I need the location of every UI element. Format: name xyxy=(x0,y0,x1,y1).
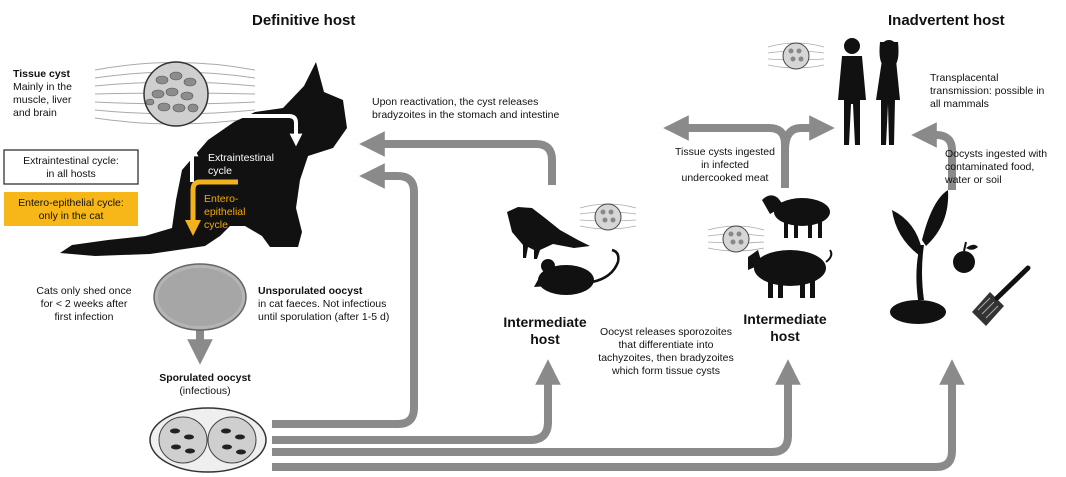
intermediate-1-line-2: host xyxy=(530,331,560,347)
cycle-arrow-white-top xyxy=(232,114,303,147)
extraintestinal-box-border xyxy=(3,149,139,185)
sporozoites-line-4: which form tissue cysts xyxy=(612,365,720,377)
cyst-icon-livestock xyxy=(707,225,765,253)
tissue-cyst-illustration xyxy=(94,61,256,127)
inadvertent-host-title: Inadvertent host xyxy=(888,12,1005,29)
shedding-text: Cats only shed once for < 2 weeks after … xyxy=(24,285,144,324)
sporozoites-line-3: tachyzoites, then bradyzoites xyxy=(598,352,734,364)
entero-cycle-label: Entero- epithelial cycle xyxy=(204,193,245,232)
oocyst-ingestion-line-2: contaminated food, xyxy=(945,161,1035,173)
sporulated-to-plants-arrow xyxy=(272,359,965,471)
definitive-host-title: Definitive host xyxy=(252,12,356,29)
pig-silhouette xyxy=(748,249,833,298)
tissue-cyst-label: Tissue cyst Mainly in the muscle, liver … xyxy=(13,68,83,120)
man-silhouette xyxy=(838,38,866,145)
cat-silhouette xyxy=(60,62,347,256)
entero-label-line-1: Entero- xyxy=(204,193,239,205)
oocyst-ingestion-line-3: water or soil xyxy=(945,174,1002,186)
sporulated-to-bird-arrow xyxy=(272,359,561,444)
woman-silhouette xyxy=(876,40,900,145)
extraintestinal-box-line-1: Extraintestinal cycle: xyxy=(23,155,119,167)
entero-box-fill xyxy=(4,192,138,226)
meat-line-3: undercooked meat xyxy=(681,172,769,184)
intermediate-1-line-1: Intermediate xyxy=(503,314,587,330)
unsporulated-line-1: in cat faeces. Not infectious xyxy=(258,298,387,310)
apple-silhouette xyxy=(953,241,978,273)
entero-label-line-3: cycle xyxy=(204,219,228,231)
entero-box-line-1: Entero-epithelial cycle: xyxy=(18,197,124,209)
extraintestinal-cycle-label: Extraintestinal cycle xyxy=(208,152,274,178)
reactivation-arrow xyxy=(359,131,556,185)
sporozoites-text: Oocyst releases sporozoites that differe… xyxy=(586,326,746,378)
shedding-line-1: Cats only shed once xyxy=(36,285,132,297)
tissue-cyst-desc-3: and brain xyxy=(13,107,57,119)
intermediate-host-label-2: Intermediate host xyxy=(730,311,840,345)
unsporulated-line-2: until sporulation (after 1-5 d) xyxy=(258,311,390,323)
extraintestinal-label-line-2: cycle xyxy=(208,165,232,177)
shedding-line-3: first infection xyxy=(54,311,114,323)
oocyst-ingestion-line-1: Oocysts ingested with xyxy=(945,148,1048,160)
transplacental-text: Transplacental transmission: possible in… xyxy=(930,72,1044,111)
meat-to-human-arrow xyxy=(781,115,835,151)
sheep-silhouette xyxy=(762,195,830,238)
reactivation-text: Upon reactivation, the cyst releases bra… xyxy=(372,96,559,122)
sporulated-subtitle: (infectious) xyxy=(179,385,231,397)
cyst-icon-bird xyxy=(579,203,637,231)
entero-box: Entero-epithelial cycle: only in the cat xyxy=(4,194,138,226)
sporozoites-line-1: Oocyst releases sporozoites xyxy=(600,326,732,338)
sporulated-oocyst-illustration xyxy=(149,407,267,473)
transplacental-line-1: Transplacental xyxy=(930,72,999,84)
transplacental-line-3: all mammals xyxy=(930,98,989,110)
meat-line-1: Tissue cysts ingested xyxy=(675,146,775,158)
mouse-silhouette xyxy=(534,248,620,295)
unsporulated-text: Unsporulated oocyst in cat faeces. Not i… xyxy=(258,285,389,324)
extraintestinal-label-line-1: Extraintestinal xyxy=(208,152,274,164)
entero-cycle-arrow xyxy=(184,179,238,237)
intermediate-2-line-1: Intermediate xyxy=(743,311,827,327)
plant-silhouette xyxy=(890,190,949,324)
sporozoites-line-2: that differentiate into xyxy=(618,339,714,351)
reactivation-line-1: Upon reactivation, the cyst releases xyxy=(372,96,539,108)
extraintestinal-box-line-2: in all hosts xyxy=(46,168,96,180)
shedding-line-2: for < 2 weeks after xyxy=(40,298,128,310)
intermediate-2-line-2: host xyxy=(770,328,800,344)
transplacental-line-2: transmission: possible in xyxy=(930,85,1045,97)
bird-silhouette xyxy=(507,207,590,259)
entero-label-line-2: epithelial xyxy=(204,206,246,218)
entero-box-line-2: only in the cat xyxy=(38,210,104,222)
meat-text: Tissue cysts ingested in infected underc… xyxy=(665,146,785,185)
unsporulated-oocyst-illustration xyxy=(153,263,247,331)
sporulated-text: Sporulated oocyst (infectious) xyxy=(130,372,280,398)
extraintestinal-box: Extraintestinal cycle: in all hosts xyxy=(4,152,138,184)
tissue-cyst-title: Tissue cyst xyxy=(13,68,71,80)
sporulated-to-livestock-arrow xyxy=(272,359,801,456)
sporulated-title: Sporulated oocyst xyxy=(159,372,251,384)
tissue-cyst-desc-2: muscle, liver xyxy=(13,94,72,106)
reactivation-line-2: bradyzoites in the stomach and intestine xyxy=(372,109,560,121)
oocyst-ingestion-text: Oocysts ingested with contaminated food,… xyxy=(945,148,1047,187)
meat-line-2: in infected xyxy=(701,159,749,171)
sporulated-to-cat-arrow xyxy=(272,163,418,428)
tissue-cyst-desc-1: Mainly in the xyxy=(13,81,72,93)
intermediate-host-label-1: Intermediate host xyxy=(490,314,600,348)
litter-scoop-silhouette xyxy=(972,265,1031,326)
transmission-arrows xyxy=(187,115,965,471)
cyst-icon-human xyxy=(767,42,825,70)
oocyst-to-human-arrow xyxy=(911,122,956,190)
unsporulated-title: Unsporulated oocyst xyxy=(258,285,363,297)
